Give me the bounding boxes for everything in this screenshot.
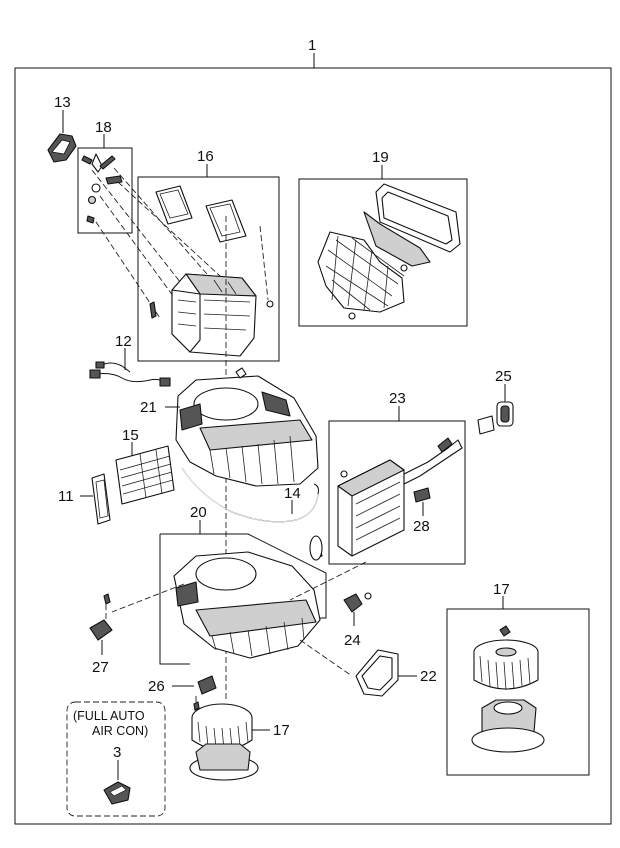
callout-25: 25 [495, 368, 512, 385]
part-27-sensor [89, 593, 113, 641]
callout-11: 11 [58, 488, 74, 505]
assembly-line-22 [299, 639, 353, 677]
assembly-frame [14, 67, 612, 825]
option-box-frame [66, 701, 166, 817]
part-14-hose [181, 467, 319, 523]
callout-27: 27 [92, 659, 109, 676]
part-18-frame [77, 147, 133, 234]
part-16-frame [137, 176, 280, 362]
part-11-cover [91, 473, 111, 525]
part-13-clip [47, 133, 77, 163]
part-21-upper-case [175, 367, 319, 487]
part-15-filter [115, 445, 175, 505]
part-17-blower-detail [471, 625, 545, 753]
callout-13: 13 [54, 94, 71, 111]
assembly-line-27 [111, 583, 185, 613]
part-28-clip [413, 487, 431, 503]
part-18-hardware [81, 153, 123, 224]
callout-1: 1 [308, 37, 316, 54]
callout-24: 24 [344, 632, 361, 649]
callout-12: 12 [115, 333, 132, 350]
callout-21: 21 [140, 399, 157, 416]
part-3-sensor [103, 781, 131, 805]
part-23-heater-core [337, 437, 463, 557]
callout-19: 19 [372, 149, 389, 166]
option-note-line2: AIR CON) [92, 724, 148, 738]
part-17-blower-main [189, 703, 259, 781]
part-25-grommet [477, 401, 514, 435]
assembly-line-16-clip [259, 225, 269, 301]
part-23-frame [328, 420, 466, 565]
part-24-actuator [343, 592, 372, 613]
part-16-intake-case [149, 185, 274, 357]
callout-28: 28 [413, 518, 430, 535]
callout-18: 18 [95, 119, 112, 136]
part-19-evaporator-seal [317, 183, 461, 320]
callout-17a: 17 [273, 722, 290, 739]
callout-16: 16 [197, 148, 214, 165]
part-26-resistor [193, 675, 217, 712]
part-19-frame [298, 178, 468, 327]
callout-15: 15 [122, 427, 139, 444]
callout-23: 23 [389, 390, 406, 407]
part-12-wiring [89, 361, 171, 387]
option-note-line1: (FULL AUTO [73, 709, 145, 723]
assembly-line-23 [289, 561, 367, 601]
part-22-seal [355, 649, 399, 697]
part-17-detail-frame [446, 608, 590, 776]
callout-20: 20 [190, 504, 207, 521]
o-ring [309, 535, 323, 561]
callout-22: 22 [420, 668, 437, 685]
part-20-lower-case [173, 537, 323, 659]
callout-3: 3 [113, 744, 121, 761]
callout-26: 26 [148, 678, 165, 695]
callout-14: 14 [284, 485, 301, 502]
callout-17b: 17 [493, 581, 510, 598]
